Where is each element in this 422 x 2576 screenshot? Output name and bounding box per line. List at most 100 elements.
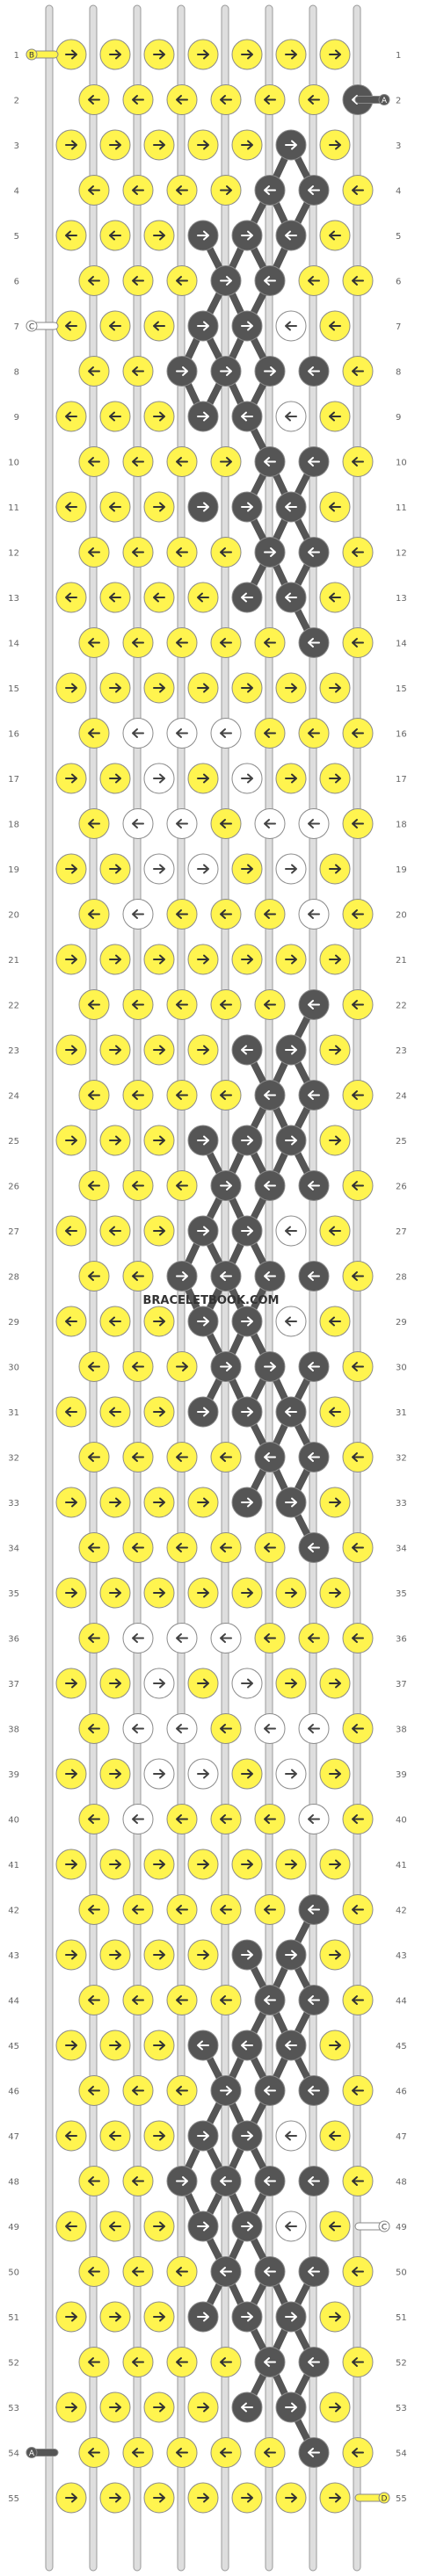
knot bbox=[319, 582, 351, 613]
knot bbox=[99, 220, 131, 251]
arrow-right-icon bbox=[329, 1497, 341, 1508]
row-number-right: 7 bbox=[396, 322, 401, 332]
knot bbox=[210, 356, 242, 387]
arrow-left-icon bbox=[308, 819, 320, 829]
knot bbox=[187, 220, 219, 251]
row-number-right: 38 bbox=[396, 1726, 407, 1735]
knot bbox=[210, 2166, 242, 2196]
knot bbox=[99, 1668, 131, 1699]
knot bbox=[231, 763, 263, 794]
row-number-right: 54 bbox=[396, 2449, 407, 2459]
row-number-left: 6 bbox=[14, 278, 19, 287]
knot bbox=[187, 2301, 219, 2333]
arrow-left-icon bbox=[352, 1543, 364, 1552]
knot bbox=[143, 2482, 175, 2514]
knot bbox=[122, 808, 154, 839]
knot bbox=[55, 672, 87, 704]
arrow-left-icon bbox=[329, 411, 341, 422]
row-number-right: 16 bbox=[396, 730, 407, 740]
knot bbox=[254, 1532, 286, 1563]
knot bbox=[143, 39, 175, 70]
knot bbox=[55, 582, 87, 613]
knot bbox=[187, 310, 219, 342]
arrow-left-icon bbox=[352, 457, 364, 467]
knot bbox=[55, 1668, 87, 1699]
row-number-right: 5 bbox=[396, 232, 401, 242]
string-letter-left: C bbox=[29, 323, 34, 332]
arrow-right-icon bbox=[329, 1588, 341, 1598]
row-number-right: 29 bbox=[396, 1318, 407, 1328]
knot bbox=[55, 310, 87, 342]
knot bbox=[231, 1668, 263, 1699]
row-number-right: 45 bbox=[396, 2042, 407, 2051]
arrow-right-icon bbox=[65, 954, 77, 965]
arrow-left-icon bbox=[176, 2086, 188, 2095]
knot bbox=[122, 2437, 154, 2468]
knot bbox=[166, 84, 198, 115]
knot bbox=[122, 175, 154, 206]
knot bbox=[99, 39, 131, 70]
arrow-right-icon bbox=[329, 954, 341, 965]
arrow-right-icon bbox=[285, 1678, 297, 1689]
knot bbox=[78, 1623, 110, 1653]
knot bbox=[298, 2256, 330, 2287]
string-end-cap bbox=[378, 94, 390, 105]
arrow-right-icon bbox=[285, 1950, 297, 1960]
arrow-right-icon bbox=[197, 1135, 209, 1146]
arrow-right-icon bbox=[153, 1045, 165, 1055]
arrow-left-icon bbox=[308, 366, 320, 376]
knot bbox=[143, 1034, 175, 1066]
arrow-right-icon bbox=[197, 1407, 209, 1417]
row-number-left: 50 bbox=[8, 2268, 19, 2278]
arrow-left-icon bbox=[220, 2357, 232, 2367]
knot bbox=[254, 1713, 286, 1744]
arrow-left-icon bbox=[264, 185, 276, 195]
knot bbox=[55, 220, 87, 251]
knot bbox=[275, 1668, 307, 1699]
knot bbox=[231, 2391, 263, 2423]
knot bbox=[166, 718, 198, 749]
arrow-right-icon bbox=[153, 2493, 165, 2503]
knot bbox=[78, 1804, 110, 1834]
knot bbox=[210, 2347, 242, 2377]
knot bbox=[231, 491, 263, 523]
arrow-left-icon bbox=[308, 1362, 320, 1371]
arrow-right-icon bbox=[197, 773, 209, 784]
arrow-left-icon bbox=[132, 457, 144, 467]
arrow-right-icon bbox=[241, 1226, 253, 1236]
string-letter-left: B bbox=[29, 52, 34, 61]
arrow-left-icon bbox=[264, 1905, 276, 1914]
knot bbox=[342, 265, 374, 296]
knot bbox=[166, 1261, 198, 1292]
knot bbox=[275, 1306, 307, 1337]
arrow-left-icon bbox=[176, 638, 188, 648]
arrow-right-icon bbox=[176, 1271, 188, 1281]
knot bbox=[342, 989, 374, 1020]
knot bbox=[298, 1442, 330, 1473]
knot bbox=[319, 39, 351, 70]
arrow-right-icon bbox=[197, 2402, 209, 2413]
knot bbox=[254, 808, 286, 839]
knot bbox=[275, 1849, 307, 1880]
knot bbox=[231, 2120, 263, 2152]
arrow-left-icon bbox=[132, 1362, 144, 1371]
row-number-left: 27 bbox=[8, 1227, 19, 1237]
row-number-left: 37 bbox=[8, 1680, 19, 1690]
knot bbox=[166, 1894, 198, 1925]
knot bbox=[187, 2030, 219, 2061]
knot bbox=[298, 1170, 330, 1201]
knot bbox=[122, 2256, 154, 2287]
arrow-left-icon bbox=[176, 95, 188, 105]
knot bbox=[187, 853, 219, 885]
knot bbox=[231, 2030, 263, 2061]
arrow-left-icon bbox=[132, 1905, 144, 1914]
row-number-right: 11 bbox=[396, 503, 407, 513]
knot bbox=[210, 808, 242, 839]
arrow-left-icon bbox=[308, 1633, 320, 1643]
knot bbox=[122, 1713, 154, 1744]
row-number-right: 44 bbox=[396, 1997, 407, 2007]
arrow-left-icon bbox=[88, 819, 100, 829]
arrow-left-icon bbox=[352, 547, 364, 557]
arrow-right-icon bbox=[329, 864, 341, 874]
